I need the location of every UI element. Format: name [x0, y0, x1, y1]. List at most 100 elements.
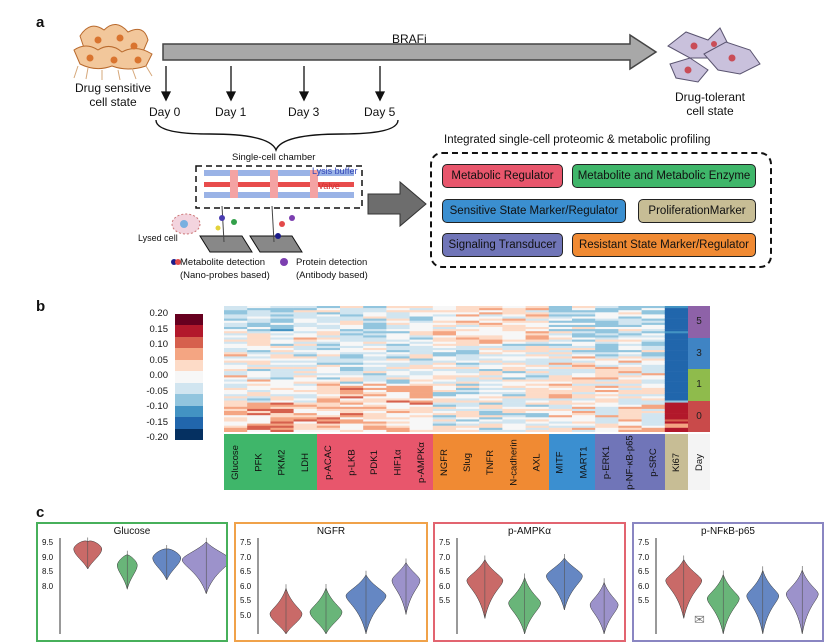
heatmap-cell	[572, 329, 596, 332]
heatmap-cell	[548, 352, 573, 355]
heatmap-cell	[316, 394, 341, 397]
heatmap-cell	[386, 310, 410, 313]
heatmap-cell	[502, 415, 526, 418]
heatmap-cell	[224, 362, 248, 366]
heatmap-cell	[479, 369, 503, 372]
heatmap-cell	[409, 411, 434, 414]
heatmap-cell	[386, 314, 410, 317]
heatmap-cell	[293, 381, 318, 384]
heatmap-cell	[247, 406, 271, 410]
heatmap-cell	[316, 345, 341, 349]
heatmap-cell	[479, 427, 503, 431]
heatmap-cell	[664, 362, 688, 366]
column-label: p-NF-κB-p65	[618, 434, 642, 490]
heatmap-cell	[386, 337, 410, 340]
heatmap-cell	[618, 406, 642, 410]
heatmap-cell	[572, 360, 596, 363]
heatmap-cell	[432, 423, 457, 426]
heatmap-cell	[618, 320, 642, 324]
panel-b-letter: b	[36, 298, 46, 315]
heatmap-cell	[618, 352, 642, 355]
heatmap-cell	[664, 320, 688, 324]
heatmap-cell	[479, 339, 503, 342]
heatmap-cell	[224, 339, 248, 342]
heatmap-cell	[363, 402, 387, 405]
heatmap-cell	[479, 396, 503, 399]
heatmap-cell	[224, 413, 248, 416]
metabolic-regulator-label: Metabolic Regulator	[451, 170, 554, 182]
heatmap-cell	[340, 394, 364, 397]
heatmap-cell	[595, 373, 619, 376]
heatmap-cell	[270, 318, 294, 321]
heatmap-cell	[363, 413, 387, 416]
heatmap-cell	[270, 343, 294, 347]
heatmap-cell	[316, 427, 341, 431]
heatmap-cell	[340, 415, 364, 418]
heatmap-cell	[247, 308, 271, 311]
heatmap-cell	[386, 411, 410, 414]
heatmap-cell	[548, 308, 573, 311]
heatmap-cell	[247, 415, 271, 418]
heatmap-cell	[340, 402, 364, 405]
day-block-3: 3	[688, 337, 710, 369]
heatmap-cell	[316, 312, 341, 315]
heatmap-cell	[247, 327, 271, 330]
heatmap-cell	[316, 371, 341, 374]
metabolic-regulator-box: Metabolic Regulator	[442, 164, 563, 188]
heatmap-cell	[247, 318, 271, 321]
heatmap-cell	[548, 364, 573, 368]
heatmap-cell	[247, 427, 271, 431]
heatmap-cell	[595, 318, 619, 321]
heatmap-cell	[502, 366, 526, 370]
heatmap-cell	[316, 318, 341, 321]
heatmap-cell	[641, 327, 666, 330]
heatmap-cell	[525, 404, 550, 408]
heatmap-cell	[572, 341, 596, 345]
heatmap-cell	[386, 423, 410, 426]
heatmap-cell	[641, 429, 666, 432]
heatmap-cell	[502, 345, 526, 349]
heatmap-cell	[293, 360, 318, 363]
heatmap-cell	[595, 360, 619, 363]
heatmap-cell	[293, 341, 318, 345]
heatmap-cell	[247, 345, 271, 349]
heatmap-cell	[595, 421, 619, 424]
heatmap-cell	[525, 373, 550, 376]
heatmap-cell	[247, 413, 271, 416]
heatmap-cell	[548, 425, 573, 429]
heatmap-cell	[247, 339, 271, 342]
heatmap-cell	[224, 308, 248, 311]
heatmap-cell	[572, 306, 596, 309]
heatmap-cell	[548, 369, 573, 372]
heatmap-cell	[548, 375, 573, 378]
heatmap-cell	[502, 417, 526, 420]
heatmap-cell	[432, 306, 457, 309]
heatmap-cell	[270, 408, 294, 412]
heatmap-cell	[363, 360, 387, 363]
heatmap-cell	[293, 343, 318, 347]
heatmap-cell	[502, 348, 526, 351]
heatmap-cell	[479, 312, 503, 315]
heatmap-cell	[664, 379, 688, 382]
heatmap-cell	[664, 400, 688, 403]
heatmap-color-scale	[175, 314, 203, 441]
heatmap-cell	[247, 354, 271, 357]
heatmap-cell	[618, 408, 642, 412]
heatmap-cell	[363, 387, 387, 391]
heatmap-cell	[432, 356, 457, 359]
heatmap-cell	[502, 352, 526, 355]
heatmap-cell	[247, 408, 271, 412]
heatmap-cell	[270, 345, 294, 349]
heatmap-cell	[363, 362, 387, 366]
heatmap-cell	[595, 371, 619, 374]
heatmap-cell	[502, 356, 526, 359]
heatmap-cell	[316, 377, 341, 380]
heatmap-cell	[456, 320, 480, 324]
heatmap-cell	[572, 362, 596, 366]
heatmap-cell	[224, 345, 248, 349]
heatmap-cell	[525, 352, 550, 355]
heatmap-cell	[479, 364, 503, 368]
heatmap-cell	[641, 329, 666, 332]
heatmap-cell	[618, 331, 642, 334]
heatmap-cell	[595, 381, 619, 384]
